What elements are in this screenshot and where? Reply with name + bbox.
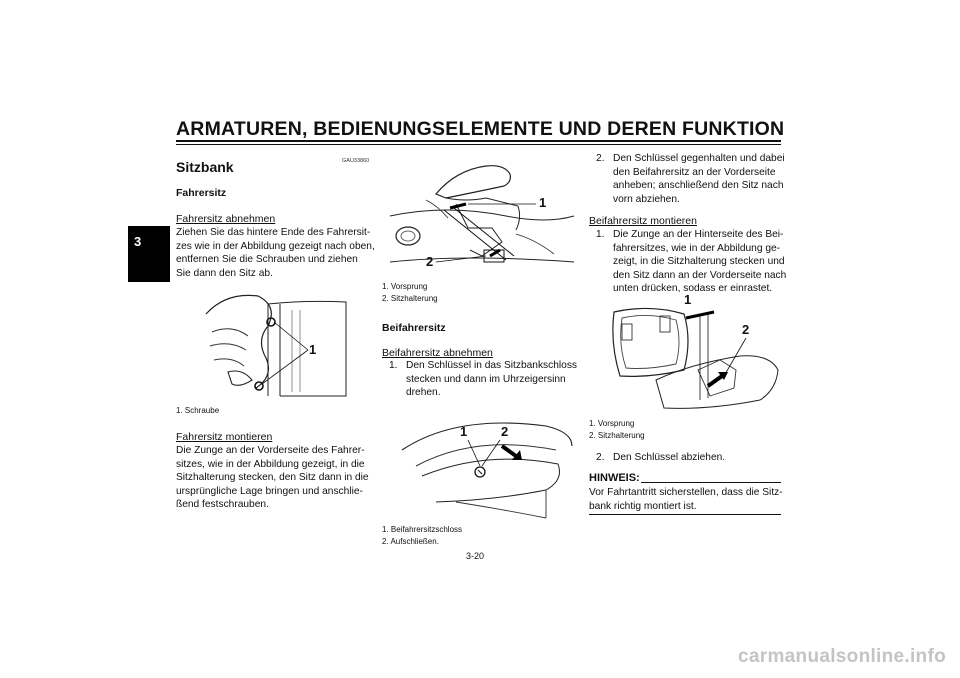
text-line: Den Schlüssel in das Sitzbankschloss bbox=[406, 360, 578, 371]
text-line: zes wie in der Abbildung gezeigt nach ob… bbox=[176, 240, 375, 252]
header-rule bbox=[176, 140, 781, 142]
figure-callout: 2 bbox=[742, 322, 750, 337]
note-bottom-rule bbox=[589, 514, 781, 515]
text-line: entfernen Sie die Schrauben und ziehen bbox=[176, 254, 358, 266]
step-number: 2. bbox=[596, 452, 605, 463]
figure-callout: 2 bbox=[426, 254, 434, 269]
watermark: carmanualsonline.info bbox=[738, 646, 946, 667]
text-line: bank richtig montiert ist. bbox=[589, 500, 697, 512]
step-text: Den Schlüssel in das Sitzbankschloss ste… bbox=[406, 359, 577, 400]
procedure-step: 1. Den Schlüssel in das Sitzbankschloss … bbox=[389, 359, 589, 401]
procedure-heading: Fahrersitz montieren bbox=[176, 431, 273, 443]
text-line: den Beifahrersitz an der Vorderseite bbox=[613, 166, 776, 178]
text-line: ßend festschrauben. bbox=[176, 499, 269, 511]
figure-caption-list: 1. Beifahrersitzschloss 2. Aufschließen. bbox=[382, 524, 462, 547]
text-line: unten drücken, sodass er einrastet. bbox=[613, 283, 773, 295]
subsection-title: Fahrersitz bbox=[176, 187, 227, 199]
figure-caption: 2. Sitzhalterung bbox=[382, 293, 438, 303]
step-number: 2. bbox=[596, 153, 605, 164]
text-line: Sie dann den Sitz ab. bbox=[176, 267, 273, 279]
text-line: sitzes, wie in der Abbildung gezeigt, in… bbox=[176, 458, 365, 470]
text-line: stecken und dann im Uhrzeigersinn bbox=[406, 373, 566, 385]
step-text: Den Schlüssel gegenhalten und dabei den … bbox=[613, 152, 785, 206]
text-line: Die Zunge an der Hinterseite des Bei- bbox=[613, 229, 784, 240]
step-text: Die Zunge an der Hinterseite des Bei- fa… bbox=[613, 228, 786, 296]
text-line: drehen. bbox=[406, 387, 441, 399]
text-line: Den Schlüssel gegenhalten und dabei bbox=[613, 153, 785, 164]
doc-code: GAU33860 bbox=[342, 158, 370, 164]
page-number: 3-20 bbox=[466, 551, 485, 561]
text-line: Sitzhalterung stecken, den Sitz dann in … bbox=[176, 472, 369, 484]
figure-caption-list: 1. Vorsprung 2. Sitzhalterung bbox=[589, 418, 645, 441]
figure-caption-list: 1. Vorsprung 2. Sitzhalterung bbox=[382, 281, 438, 304]
section-title: Sitzbank bbox=[176, 159, 234, 175]
note-text: Vor Fahrtantritt sicherstellen, dass die… bbox=[589, 486, 783, 513]
figure-caption: 2. Sitzhalterung bbox=[589, 430, 645, 440]
paragraph: Die Zunge an der Vorderseite des Fahrer-… bbox=[176, 444, 369, 512]
passenger-seat-tongue-holder-illustration bbox=[612, 307, 779, 409]
driver-seat-screw-illustration bbox=[205, 294, 347, 397]
procedure-step: 2. Den Schlüssel abziehen. bbox=[596, 451, 786, 465]
seat-tongue-holder-illustration bbox=[389, 165, 575, 263]
note-title: HINWEIS: bbox=[589, 472, 640, 484]
figure-callout: 2 bbox=[501, 424, 509, 439]
text-line: den Sitz dann an der Vorderseite nach bbox=[613, 269, 787, 281]
procedure-heading: Fahrersitz abnehmen bbox=[176, 213, 276, 225]
procedure-step: 2. Den Schlüssel gegenhalten und dabei d… bbox=[596, 152, 786, 208]
figure-callout: 1 bbox=[460, 424, 468, 439]
subsection-title: Beifahrersitz bbox=[382, 322, 446, 334]
procedure-step: 1. Die Zunge an der Hinterseite des Bei-… bbox=[596, 228, 786, 298]
figure-callout: 1 bbox=[309, 342, 317, 357]
figure-callout: 1 bbox=[684, 292, 692, 307]
header-rule-thin bbox=[176, 144, 781, 145]
figure-caption: 1. Vorsprung bbox=[589, 419, 635, 428]
figure-caption: 1. Beifahrersitzschloss bbox=[382, 525, 463, 534]
paragraph: Ziehen Sie das hintere Ende des Fahrersi… bbox=[176, 226, 375, 280]
figure-caption: 1. Schraube bbox=[176, 406, 220, 415]
passenger-seat-lock-illustration bbox=[401, 422, 573, 519]
procedure-heading: Beifahrersitz montieren bbox=[589, 215, 697, 227]
step-number: 1. bbox=[389, 360, 398, 371]
note-rule bbox=[641, 482, 781, 483]
text-line: vorn abziehen. bbox=[613, 193, 680, 205]
procedure-heading: Beifahrersitz abnehmen bbox=[382, 347, 493, 359]
figure-caption: 1. Vorsprung bbox=[382, 282, 428, 291]
text-line: Vor Fahrtantritt sicherstellen, dass die… bbox=[589, 487, 783, 498]
step-text: Den Schlüssel abziehen. bbox=[613, 452, 726, 463]
text-line: ursprüngliche Lage bringen und anschlie- bbox=[176, 485, 363, 497]
text-line: zeigt, in die Sitzhalterung stecken und bbox=[613, 256, 785, 268]
text-line: Die Zunge an der Vorderseite des Fahrer- bbox=[176, 445, 365, 456]
page-header-title: ARMATUREN, BEDIENUNGSELEMENTE UND DEREN … bbox=[176, 118, 785, 140]
figure-caption: 2. Aufschließen. bbox=[382, 536, 439, 546]
text-line: anheben; anschließend den Sitz nach bbox=[613, 180, 784, 192]
text-line: Ziehen Sie das hintere Ende des Fahrersi… bbox=[176, 227, 371, 238]
step-number: 1. bbox=[596, 229, 605, 240]
figure-callout: 1 bbox=[539, 195, 547, 210]
text-line: fahrersitzes, wie in der Abbildung ge- bbox=[613, 242, 781, 254]
chapter-tab: 3 bbox=[128, 226, 170, 282]
